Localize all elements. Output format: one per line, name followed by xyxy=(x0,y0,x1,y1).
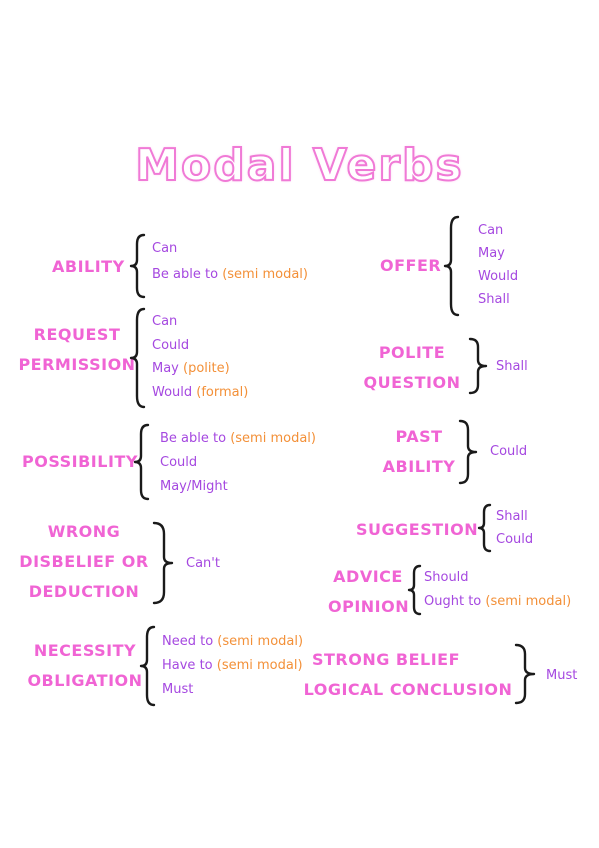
list-item: Could xyxy=(496,532,534,547)
list-item: Would xyxy=(478,269,519,284)
category-label-line: DEDUCTION xyxy=(28,582,140,601)
list-item: Would (formal) xyxy=(152,384,249,400)
category-label-line: ABILITY xyxy=(382,457,456,476)
list-item: Shall xyxy=(496,509,528,524)
left-brace xyxy=(477,503,492,553)
category-suggestion: SUGGESTION xyxy=(356,515,478,545)
list-item: Shall xyxy=(478,292,510,307)
items-ability: Can Be able to (semi modal) xyxy=(152,236,308,288)
category-label-line: OFFER xyxy=(380,256,442,275)
list-item: Must xyxy=(162,682,194,697)
items-suggestion: Shall Could xyxy=(496,505,533,551)
list-item: Must xyxy=(546,668,578,683)
category-offer: OFFER xyxy=(380,251,441,281)
items-strong-belief-logical-conclusion: Must xyxy=(546,666,577,686)
category-label-line: SUGGESTION xyxy=(356,520,479,539)
list-item: Ought to (semi modal) xyxy=(424,594,572,609)
items-possibility: Be able to (semi modal) Could May/Might xyxy=(160,427,316,499)
category-polite-question: POLITE QUESTION xyxy=(362,338,462,398)
right-brace xyxy=(458,419,478,485)
category-label-line: OBLIGATION xyxy=(27,671,143,690)
category-label-line: REQUEST xyxy=(33,325,121,344)
category-label-line: OPINION xyxy=(328,597,410,616)
category-label-line: DISBELIEF OR xyxy=(19,552,149,571)
list-item: Can xyxy=(152,241,178,256)
category-request-permission: REQUEST PERMISSION xyxy=(18,320,136,380)
category-label-line: NECESSITY xyxy=(33,641,137,660)
items-request-permission: Can Could May (polite) Would (formal) xyxy=(152,310,248,404)
category-label-line: POSSIBILITY xyxy=(22,452,138,471)
left-brace xyxy=(129,307,146,409)
list-item: May xyxy=(478,246,505,261)
right-brace xyxy=(152,521,174,605)
list-item: Could xyxy=(152,337,190,353)
items-wrong-disbelief-deduction: Can't xyxy=(186,554,220,574)
list-item: Should xyxy=(424,570,469,585)
category-advice-opinion: ADVICE OPINION xyxy=(328,562,410,622)
left-brace xyxy=(129,233,146,299)
category-label-line: QUESTION xyxy=(363,373,461,392)
right-brace xyxy=(468,337,488,395)
list-item: Can xyxy=(478,223,504,238)
left-brace xyxy=(443,215,460,317)
category-possibility: POSSIBILITY xyxy=(22,447,138,477)
right-brace xyxy=(514,643,536,705)
list-item: Need to (semi modal) xyxy=(162,634,304,649)
category-label-line: ABILITY xyxy=(52,257,125,276)
list-item: Be able to (semi modal) xyxy=(152,267,308,282)
category-strong-belief-logical-conclusion: STRONG BELIEF LOGICAL CONCLUSION xyxy=(300,645,516,705)
list-item: Can't xyxy=(186,556,220,571)
items-past-ability: Could xyxy=(490,442,527,462)
list-item: Be able to (semi modal) xyxy=(160,431,316,446)
category-label-line: WRONG xyxy=(47,522,121,541)
category-past-ability: PAST ABILITY xyxy=(380,422,458,482)
category-label-line: POLITE xyxy=(378,343,446,362)
category-necessity-obligation: NECESSITY OBLIGATION xyxy=(24,636,146,696)
category-label-line: ADVICE xyxy=(333,567,403,586)
category-ability: ABILITY xyxy=(52,252,125,282)
items-necessity-obligation: Need to (semi modal) Have to (semi modal… xyxy=(162,630,303,702)
left-brace xyxy=(407,564,422,616)
category-label-line: LOGICAL CONCLUSION xyxy=(303,680,513,699)
left-brace xyxy=(133,423,150,501)
category-label-line: STRONG BELIEF xyxy=(311,650,461,669)
list-item: May (polite) xyxy=(152,361,230,376)
list-item: Have to (semi modal) xyxy=(162,658,303,673)
list-item: Can xyxy=(152,314,178,329)
left-brace xyxy=(139,625,156,707)
items-offer: Can May Would Shall xyxy=(478,219,518,311)
category-label-line: PERMISSION xyxy=(18,355,136,374)
list-item: Could xyxy=(490,444,528,459)
items-polite-question: Shall xyxy=(496,357,528,377)
list-item: May/Might xyxy=(160,479,228,494)
list-item: Shall xyxy=(496,359,528,374)
page-title: Modal Verbs xyxy=(134,139,464,192)
category-wrong-disbelief-deduction: WRONG DISBELIEF OR DEDUCTION xyxy=(12,517,156,607)
items-advice-opinion: Should Ought to (semi modal) xyxy=(424,566,571,614)
list-item: Could xyxy=(160,455,198,470)
category-label-line: PAST xyxy=(395,427,443,446)
